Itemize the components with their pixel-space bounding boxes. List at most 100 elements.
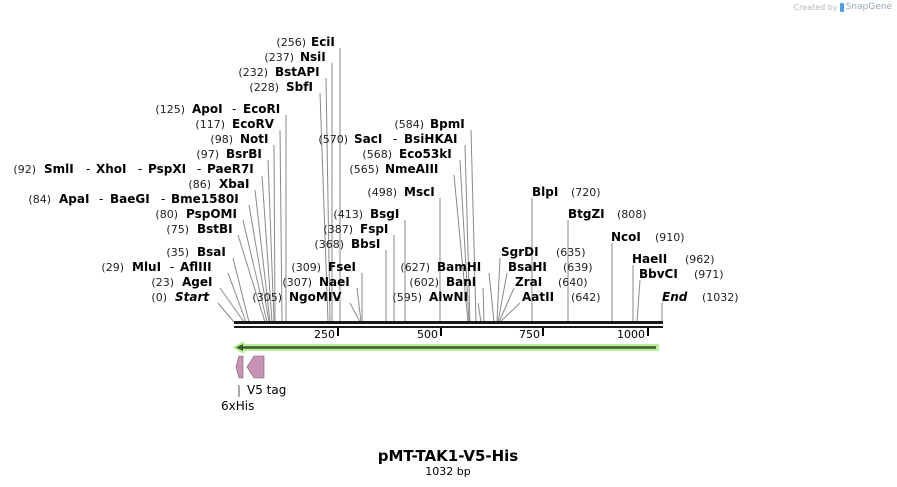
- enzyme-label[interactable]: NmeAIII: [385, 162, 438, 176]
- enzyme-label[interactable]: BbsI: [351, 237, 380, 251]
- enzyme-label[interactable]: SbfI: [286, 80, 313, 94]
- orf-arrow[interactable]: [232, 341, 659, 354]
- enzyme-label[interactable]: BbvCI: [639, 267, 678, 281]
- enzyme-label[interactable]: NotI: [240, 132, 269, 146]
- site-position: (232): [238, 66, 268, 79]
- enzyme-label[interactable]: BsrBI: [226, 147, 262, 161]
- site-position: (309): [291, 261, 321, 274]
- site-position: (627): [400, 261, 430, 274]
- site-position: (125): [155, 103, 185, 116]
- enzyme-label[interactable]: BsaHI: [508, 260, 547, 274]
- site-position: (595): [392, 291, 422, 304]
- enzyme-label[interactable]: NaeI: [319, 275, 350, 289]
- enzyme-label[interactable]: EcoRI: [243, 102, 280, 116]
- middle-site-labels: (584) BpmI (570) SacI - BsiHKAI (568) Ec…: [252, 117, 481, 304]
- site-position: (97): [196, 148, 219, 161]
- enzyme-label[interactable]: AatII: [522, 290, 554, 304]
- site-position: (305): [252, 291, 282, 304]
- site-position: (84): [28, 193, 51, 206]
- site-position: (368): [314, 238, 344, 251]
- svg-text:-: -: [99, 192, 103, 206]
- enzyme-label[interactable]: HaeII: [632, 252, 667, 266]
- enzyme-label[interactable]: EcoRV: [232, 117, 275, 131]
- enzyme-label[interactable]: BsaI: [197, 245, 226, 259]
- enzyme-label[interactable]: BtgZI: [568, 207, 605, 221]
- ruler: 250 500 750 1000: [314, 328, 649, 341]
- site-position: (256): [276, 36, 306, 49]
- site-position: (1032): [702, 291, 739, 304]
- enzyme-label[interactable]: BpmI: [430, 117, 465, 131]
- enzyme-label[interactable]: FseI: [328, 260, 356, 274]
- enzyme-label[interactable]: NcoI: [611, 230, 641, 244]
- site-position: (570): [318, 133, 348, 146]
- enzyme-label[interactable]: BanI: [446, 275, 476, 289]
- ruler-tick-label: 1000: [617, 328, 645, 341]
- site-position: (565): [349, 163, 379, 176]
- enzyme-label[interactable]: SmlI: [44, 162, 74, 176]
- svg-text:-: -: [86, 162, 90, 176]
- site-position: (413): [333, 208, 363, 221]
- enzyme-label[interactable]: AlwNI: [429, 290, 468, 304]
- site-position: (228): [249, 81, 279, 94]
- site-position: (92): [13, 163, 36, 176]
- enzyme-label[interactable]: BsiHKAI: [404, 132, 458, 146]
- enzyme-label[interactable]: SgrDI: [501, 245, 539, 259]
- connector-lines: [217, 48, 663, 323]
- enzyme-label[interactable]: AgeI: [182, 275, 212, 289]
- site-position: (86): [188, 178, 211, 191]
- site-position: (29): [101, 261, 124, 274]
- dna-backbone: [234, 321, 663, 328]
- enzyme-label[interactable]: EciI: [311, 35, 335, 49]
- svg-text:-: -: [170, 260, 174, 274]
- svg-text:-: -: [232, 102, 236, 116]
- enzyme-label[interactable]: ZraI: [515, 275, 542, 289]
- site-position: (0): [151, 291, 167, 304]
- feature-label: 6xHis: [221, 399, 254, 413]
- enzyme-label[interactable]: MscI: [404, 185, 435, 199]
- site-position: (602): [409, 276, 439, 289]
- enzyme-label[interactable]: NgoMIV: [289, 290, 342, 304]
- site-position: (640): [558, 276, 588, 289]
- map-title: pMT-TAK1-V5-His: [378, 447, 519, 465]
- enzyme-label[interactable]: ApaI: [59, 192, 89, 206]
- site-position: (498): [367, 186, 397, 199]
- enzyme-label[interactable]: Eco53kI: [399, 147, 452, 161]
- enzyme-label[interactable]: BstAPI: [275, 65, 320, 79]
- enzyme-label[interactable]: BstBI: [197, 222, 233, 236]
- site-position: (237): [264, 51, 294, 64]
- enzyme-label[interactable]: SacI: [354, 132, 382, 146]
- enzyme-label[interactable]: BamHI: [437, 260, 481, 274]
- enzyme-label[interactable]: PspOMI: [186, 207, 237, 221]
- enzyme-label[interactable]: AflIII: [180, 260, 212, 274]
- site-position: (98): [210, 133, 233, 146]
- enzyme-label[interactable]: BaeGI: [110, 192, 150, 206]
- enzyme-label[interactable]: ApoI: [192, 102, 223, 116]
- svg-text:-: -: [197, 162, 201, 176]
- snapgene-logo-icon: [839, 2, 844, 12]
- enzyme-label[interactable]: MluI: [132, 260, 161, 274]
- site-position: (387): [323, 223, 353, 236]
- enzyme-label[interactable]: Bme1580I: [171, 192, 239, 206]
- enzyme-label[interactable]: BsgI: [370, 207, 399, 221]
- enzyme-label[interactable]: NsiI: [300, 50, 326, 64]
- snapgene-credit: Created by SnapGene: [794, 2, 892, 12]
- enzyme-label[interactable]: XhoI: [96, 162, 127, 176]
- enzyme-label[interactable]: BlpI: [532, 185, 558, 199]
- enzyme-label[interactable]: PaeR7I: [207, 162, 254, 176]
- site-position: (584): [394, 118, 424, 131]
- enzyme-label[interactable]: FspI: [360, 222, 388, 236]
- feature-6xhis[interactable]: 6xHis: [221, 355, 254, 413]
- svg-text:-: -: [161, 192, 165, 206]
- site-position: (23): [151, 276, 174, 289]
- enzyme-label[interactable]: PspXI: [148, 162, 186, 176]
- site-position: (35): [166, 246, 189, 259]
- site-position: (80): [155, 208, 178, 221]
- ruler-tick-label: 500: [417, 328, 438, 341]
- site-position: (962): [685, 253, 715, 266]
- site-position: (117): [195, 118, 225, 131]
- site-position: (307): [282, 276, 312, 289]
- enzyme-label[interactable]: XbaI: [219, 177, 249, 191]
- site-position: (971): [694, 268, 724, 281]
- feature-v5-tag[interactable]: V5 tag: [246, 355, 286, 397]
